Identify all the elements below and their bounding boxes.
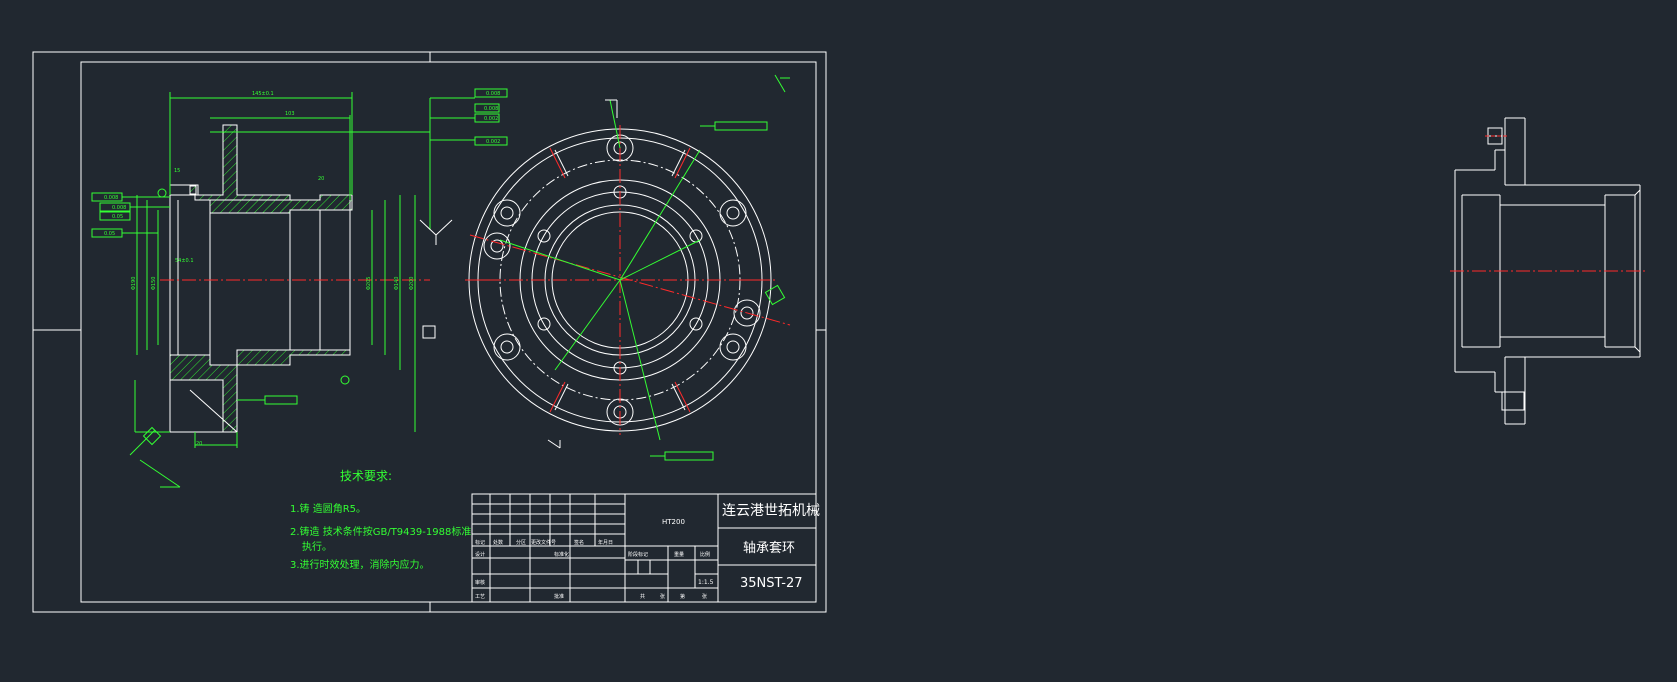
scale-value: 1:1.5	[698, 579, 714, 586]
tech-note-3: 执行。	[302, 540, 332, 553]
tb-label-mark: 标记	[475, 539, 485, 546]
technical-requirements: 技术要求: 1.铸 造圆角R5。 2.铸造 技术条件按GB/T9439-1988…	[290, 469, 471, 571]
tb-label-scale: 比例	[700, 551, 710, 558]
dim-bottom: 20	[196, 441, 202, 447]
company-name: 连云港世拓机械	[722, 503, 820, 519]
tb-label-process: 工艺	[475, 594, 485, 600]
tolerance-value-3: 0.05	[112, 214, 123, 220]
tb-label-change: 更改文件号	[531, 539, 556, 546]
dim-left-gap: 15	[174, 168, 180, 174]
tb-label-stage: 阶段标记	[628, 551, 648, 558]
tolerance-value-5: 0.008	[486, 91, 500, 97]
tb-label-review: 审核	[475, 579, 485, 586]
tolerance-frame-circle-bottom	[664, 451, 714, 461]
material-label: HT200	[662, 518, 685, 526]
tb-label-sign: 签名	[574, 539, 584, 546]
dim-phi-e: Φ200	[409, 277, 415, 290]
tech-note-1: 1.铸 造圆角R5。	[290, 502, 366, 515]
tolerance-frames-left: 0.008 0.008 0.05 0.05	[91, 192, 170, 238]
tolerance-frame-bottom	[264, 395, 298, 405]
tb-label-zone: 分区	[516, 539, 526, 546]
tb-label-count: 处数	[493, 539, 503, 546]
tolerance-value-1: 0.008	[104, 195, 118, 201]
datum-circle-left	[157, 188, 167, 198]
tb-label-total: 共	[640, 593, 645, 600]
dim-phi-a: Φ190	[131, 277, 137, 290]
dim-phi-c: Φ205	[366, 277, 372, 290]
tb-label-sheets-1: 张	[660, 593, 665, 600]
tolerance-frames-top: 0.008 0.008 0.002 0.002	[474, 88, 508, 146]
profile-view	[1450, 117, 1645, 425]
datum-circle-bottom	[340, 375, 350, 385]
tolerance-value-4: 0.05	[104, 231, 115, 237]
tolerance-value-2: 0.008	[112, 205, 126, 211]
tolerance-value-6: 0.008	[484, 106, 498, 112]
dim-length-mid: 103	[285, 111, 295, 117]
tech-note-4: 3.进行时效处理，消除内应力。	[290, 558, 430, 571]
dim-right-gap: 20	[318, 176, 324, 182]
tolerance-value-7: 0.002	[484, 116, 498, 122]
tolerance-value-8: 0.002	[486, 139, 500, 145]
tb-label-standard: 标准化	[554, 551, 569, 558]
tech-title: 技术要求:	[340, 469, 392, 483]
drawing-number: 35NST-27	[740, 576, 803, 591]
tolerance-frame-circle	[714, 121, 768, 131]
section-dimensions: 145±0.1 103 Φ190 Φ150 Φ205 Φ140 Φ200 54±…	[91, 74, 790, 488]
tb-label-approve: 批准	[554, 593, 564, 600]
dim-phi-b: Φ150	[151, 277, 157, 290]
front-view	[465, 99, 791, 461]
tb-label-sheets-2: 张	[702, 593, 707, 600]
tb-label-weight: 重量	[674, 551, 684, 558]
dim-length-top: 145±0.1	[252, 91, 274, 97]
tb-label-design: 设计	[475, 551, 485, 558]
dim-center-height: 54±0.1	[175, 258, 194, 264]
title-block: HT200 连云港世拓机械 轴承套环 35NST-27 1:1.5 标记 处数 …	[471, 493, 820, 603]
part-name: 轴承套环	[743, 540, 795, 556]
datum-symbol	[419, 99, 618, 449]
tb-label-no: 第	[680, 593, 685, 600]
sheet-frame	[32, 51, 827, 613]
section-view	[160, 124, 430, 433]
dim-phi-d: Φ140	[394, 277, 400, 290]
tb-label-date: 年月日	[598, 539, 613, 546]
tech-note-2: 2.铸造 技术条件按GB/T9439-1988标准	[290, 525, 471, 538]
